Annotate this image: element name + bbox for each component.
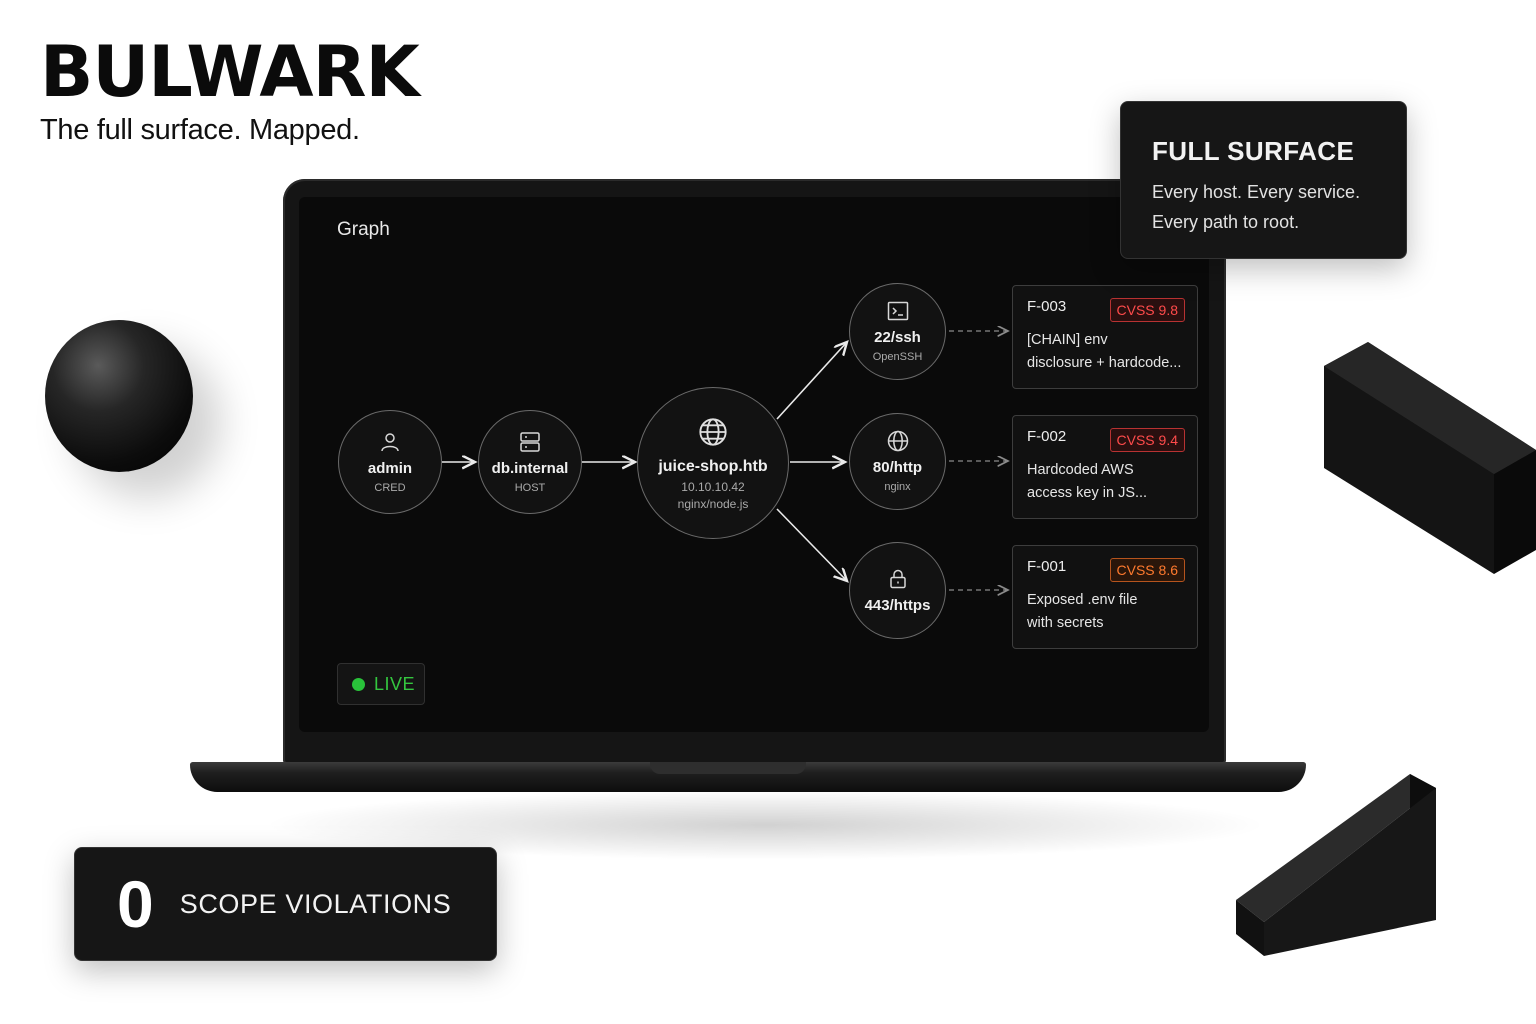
decorative-wedge (1236, 774, 1436, 956)
live-label: LIVE (374, 673, 416, 694)
node-db-internal[interactable]: db.internal HOST (478, 410, 582, 514)
node-ssh[interactable]: 22/ssh OpenSSH (849, 283, 946, 380)
node-label: 443/https (864, 596, 931, 614)
edge-juice-ssh (776, 342, 847, 420)
finding-id: F-001 (1027, 558, 1067, 575)
server-icon (520, 431, 540, 452)
finding-line: disclosure + hardcode... (1027, 355, 1182, 371)
finding-description: Hardcoded AWS access key in JS... (1027, 459, 1183, 505)
node-label: db.internal (491, 459, 569, 477)
callout-heading: FULL SURFACE (1152, 136, 1355, 166)
node-admin[interactable]: admin CRED (338, 410, 442, 514)
node-service: OpenSSH (872, 351, 923, 363)
node-http[interactable]: 80/http nginx (849, 413, 946, 510)
finding-line: Exposed .env file (1027, 592, 1138, 608)
node-label: admin (367, 459, 413, 477)
node-type: HOST (514, 481, 546, 494)
callout-line: Every path to root. (1152, 212, 1300, 232)
node-https[interactable]: 443/https (849, 542, 946, 639)
node-label: 80/http (872, 459, 923, 476)
node-service: nginx (884, 481, 911, 493)
user-icon (381, 432, 399, 451)
finding-card-f002[interactable]: F-002 CVSS 9.4 Hardcoded AWS access key … (1012, 415, 1198, 519)
finding-line: Hardcoded AWS (1027, 462, 1134, 478)
callout-line: Every host. Every service. (1152, 182, 1361, 202)
scope-violations-callout: 0 SCOPE VIOLATIONS (74, 847, 497, 961)
cvss-badge: CVSS 9.8 (1109, 298, 1185, 322)
live-indicator-dot (352, 677, 365, 691)
graph-edges (442, 197, 1209, 732)
cvss-badge: CVSS 8.6 (1109, 558, 1185, 582)
finding-line: with secrets (1027, 615, 1104, 631)
finding-card-f003[interactable]: F-003 CVSS 9.8 [CHAIN] env disclosure + … (1012, 285, 1198, 389)
finding-id: F-002 (1027, 428, 1067, 445)
violation-count: 0 (117, 867, 154, 941)
finding-description: [CHAIN] env disclosure + hardcode... (1027, 329, 1183, 375)
full-surface-callout: FULL SURFACE Every host. Every service. … (1120, 101, 1407, 259)
finding-id: F-003 (1027, 298, 1067, 315)
laptop-lid: Graph admin CRE (283, 179, 1226, 764)
decorative-block (1324, 342, 1536, 574)
finding-card-f001[interactable]: F-001 CVSS 8.6 Exposed .env file with se… (1012, 545, 1198, 649)
finding-line: access key in JS... (1027, 485, 1148, 501)
violation-label: SCOPE VIOLATIONS (179, 888, 452, 919)
globe-icon (887, 430, 908, 452)
edge-juice-https (776, 508, 847, 581)
globe-icon (699, 417, 727, 446)
finding-description: Exposed .env file with secrets (1027, 589, 1183, 635)
laptop-notch (650, 762, 806, 774)
node-label: 22/ssh (874, 329, 921, 346)
brand-tagline: The full surface. Mapped. (40, 114, 360, 146)
graph-panel: Graph admin CRE (299, 197, 1209, 732)
node-juice-shop[interactable]: juice-shop.htb 10.10.10.42 nginx/node.js (637, 387, 789, 539)
node-stack: nginx/node.js (677, 496, 749, 511)
lock-icon (889, 569, 906, 588)
finding-line: [CHAIN] env (1027, 332, 1108, 348)
brand: BULWARK The full surface. Mapped. (40, 31, 420, 147)
decorative-sphere (45, 320, 193, 472)
node-ip: 10.10.10.42 (681, 479, 745, 494)
panel-title: Graph (337, 219, 390, 240)
live-status-badge[interactable]: LIVE (337, 663, 425, 705)
node-type: CRED (374, 481, 406, 494)
brand-title: BULWARK (40, 31, 420, 113)
node-label: juice-shop.htb (658, 457, 768, 475)
cvss-badge: CVSS 9.4 (1109, 428, 1185, 452)
terminal-icon (887, 301, 908, 321)
